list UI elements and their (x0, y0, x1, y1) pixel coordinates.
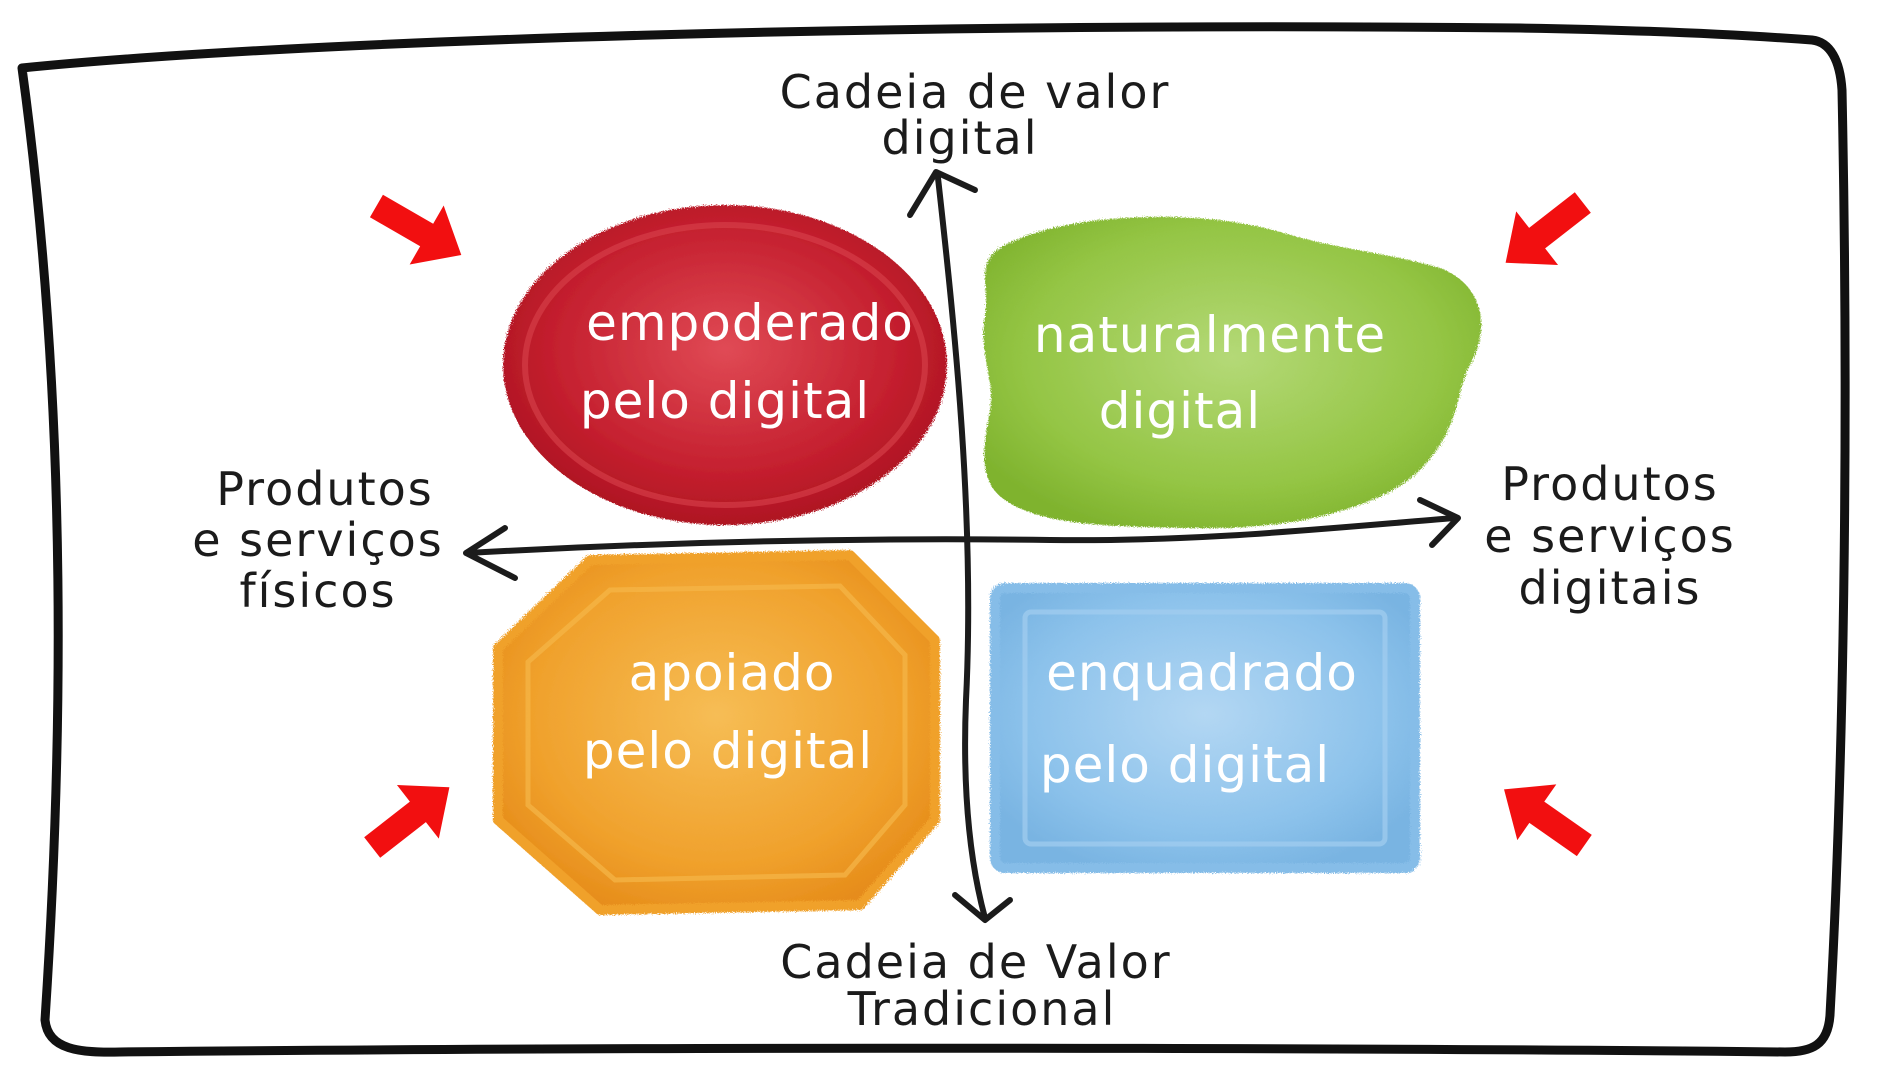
quadrant-naturalmente: naturalmente digital (983, 216, 1482, 529)
axis-label-right-line1: Produtos (1501, 457, 1718, 511)
pointer-arrows (364, 192, 1592, 858)
arrow-head-down-icon (952, 892, 1013, 923)
horizontal-axis (463, 497, 1461, 581)
axis-label-bottom: Cadeia de Valor Tradicional (780, 935, 1171, 1036)
quadrant-enquadrado: enquadrado pelo digital (990, 583, 1420, 873)
quadrant-blob-red (503, 205, 947, 525)
axis-label-left-line3: físicos (239, 564, 396, 618)
quadrant-label-line1: apoiado (629, 644, 836, 702)
quadrant-label-line2: digital (1099, 382, 1261, 440)
arrow-head-left-icon (463, 525, 518, 581)
axis-label-top-line2: digital (882, 111, 1039, 165)
axis-label-right: Produtos e serviços digitais (1484, 457, 1736, 615)
arrow-down-left-icon (1505, 192, 1591, 265)
axis-label-left-line2: e serviços (192, 513, 444, 567)
arrow-head-up-icon (907, 169, 978, 218)
axis-label-bottom-line2: Tradicional (847, 982, 1117, 1036)
quadrant-blob-blue (990, 583, 1420, 873)
axis-label-top-line1: Cadeia de valor (780, 65, 1171, 119)
quadrant-label-line1: empoderado (586, 294, 914, 352)
axis-label-left: Produtos e serviços físicos (192, 462, 444, 618)
quadrant-apoiado: apoiado pelo digital (493, 550, 940, 915)
axis-label-right-line2: e serviços (1484, 509, 1736, 563)
axis-label-bottom-line1: Cadeia de Valor (780, 935, 1171, 989)
quadrant-empoderado: empoderado pelo digital (503, 205, 947, 525)
quadrant-label-line2: pelo digital (583, 722, 873, 780)
vertical-axis (907, 169, 1013, 923)
arrow-head-right-icon (1417, 497, 1461, 548)
arrow-up-right-icon (364, 785, 450, 858)
axis-label-top: Cadeia de valor digital (780, 65, 1171, 165)
axis-label-right-line3: digitais (1519, 561, 1702, 615)
quadrant-label-line1: naturalmente (1034, 306, 1386, 364)
quadrant-blob-orange (493, 550, 940, 915)
axis-label-left-line1: Produtos (216, 462, 433, 516)
diagram-frame (17, 22, 1850, 1057)
quadrant-label-line2: pelo digital (580, 372, 870, 430)
quadrant-blob-green (983, 216, 1482, 529)
quadrant-label-line2: pelo digital (1040, 736, 1330, 794)
arrow-down-right-icon (369, 194, 462, 265)
quadrant-label-line1: enquadrado (1046, 644, 1358, 702)
arrow-up-left-icon (1504, 784, 1592, 857)
